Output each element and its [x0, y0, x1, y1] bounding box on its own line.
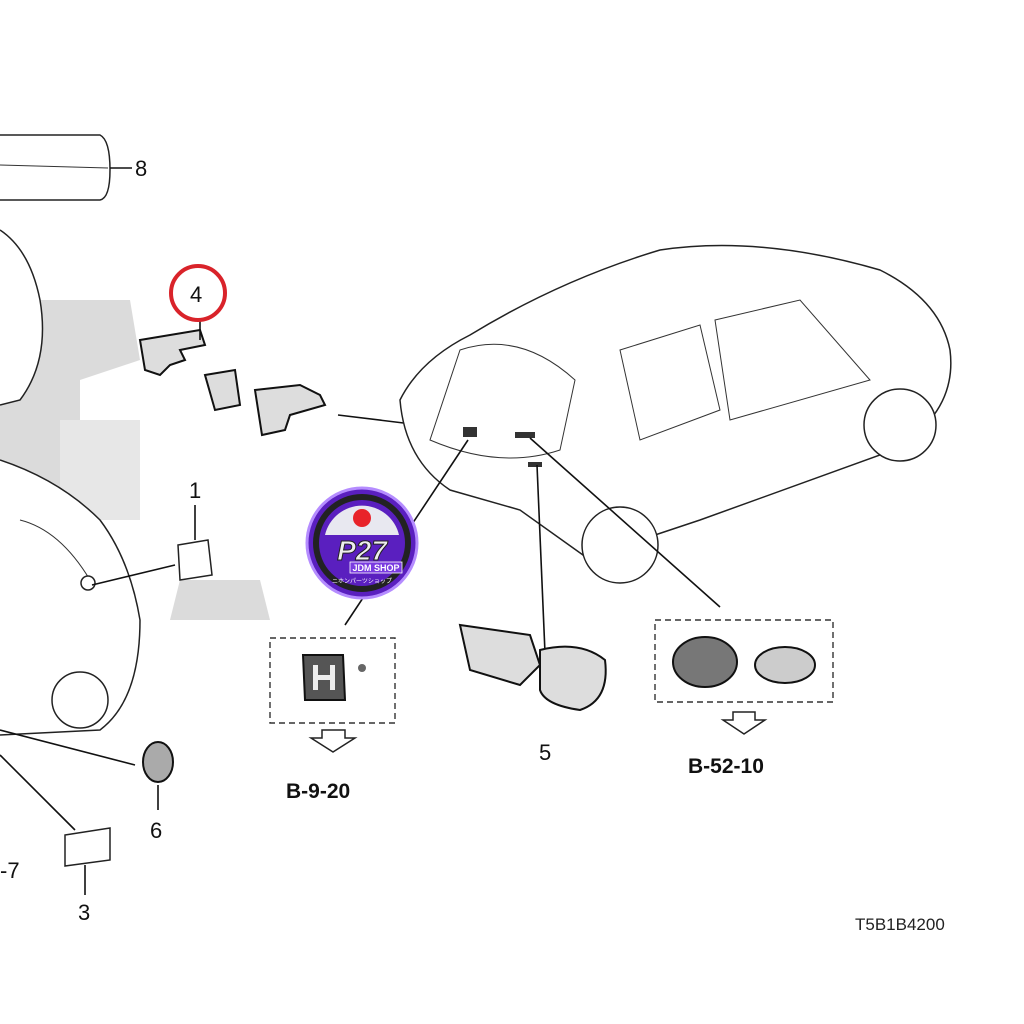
reference-b-52-10: B-52-10	[688, 755, 764, 778]
callout-6: 6	[150, 818, 162, 843]
honda-emblem-box	[269, 637, 396, 724]
callout-3: 3	[78, 900, 90, 925]
down-arrow-icon	[308, 729, 358, 753]
part-8-garnish	[0, 134, 132, 201]
p27-watermark-logo: P27 JDM SHOP ニホンパーツショップ	[305, 486, 419, 600]
svg-text:P27: P27	[337, 535, 388, 566]
part-3-plate	[64, 827, 111, 867]
part-4-fit-emblem	[138, 320, 421, 437]
reference-b-9-20: B-9-20	[286, 780, 350, 803]
diagram-code: T5B1B4200	[855, 915, 945, 934]
part-1-plate	[177, 539, 213, 581]
part-5-rs-emblem	[458, 623, 607, 712]
callout-1: 1	[189, 478, 201, 503]
callout-7: -7	[0, 858, 20, 883]
part-6-emblem	[142, 741, 174, 783]
svg-text:JDM SHOP: JDM SHOP	[352, 563, 399, 573]
honda-oval-badge	[672, 636, 738, 688]
callout-5: 5	[539, 740, 551, 765]
svg-text:ニホンパーツショップ: ニホンパーツショップ	[332, 578, 392, 585]
hybrid-badge	[754, 646, 816, 684]
callout-8: 8	[135, 156, 147, 181]
left-car-outline	[0, 229, 141, 736]
highlight-circle	[169, 264, 227, 322]
down-arrow-icon	[720, 711, 768, 735]
main-car-outline	[399, 244, 952, 584]
callout-4: 4	[190, 282, 202, 307]
